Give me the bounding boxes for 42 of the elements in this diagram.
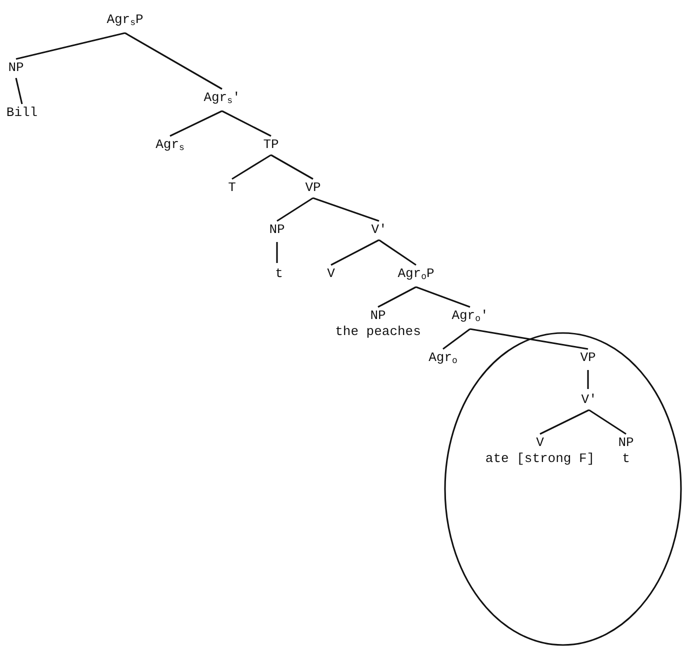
tree-node-label: Agr$_{o}$ [428,350,458,369]
tree-node-label: T [228,180,236,196]
word-label: the peaches [335,324,421,340]
branch-line [276,197,314,222]
tree-node-label: Agr$_{o}$P [398,266,434,285]
tree-node-label: V' [581,392,597,408]
tree-node-label: Agr$_{s}$ [156,137,184,156]
branch-line [276,242,278,263]
branch-line [588,409,626,435]
tree-node-label: V' [371,222,387,238]
branch-line [270,154,314,180]
branch-line [378,239,416,266]
tree-node-label: V [327,266,335,282]
tree-node-label: NP [8,60,24,76]
tree-node-label: NP [618,435,634,451]
branch-line [416,286,470,308]
branch-line [124,32,222,90]
branch-line [470,328,588,350]
tree-node-label: Bill [6,105,38,121]
branch-line [378,286,416,308]
tree-node-label: Agr$_{o}$' [452,308,488,327]
branch-line [442,328,470,350]
tree-node-label: NP [269,222,285,238]
branch-line [540,409,590,435]
branch-line [330,239,380,266]
branch-line [232,154,272,180]
branch-line [16,32,126,60]
branch-line [15,78,23,104]
tree-node-label: VP [580,350,596,366]
tree-node-label: Agr$_{s}$' [204,90,240,109]
tree-node-label: V [535,435,545,451]
tree-node-label: VP [305,180,321,196]
tree-node-label: TP [263,137,279,153]
branch-line [170,110,222,137]
tree-node-label: Agr$_{s}$P [106,12,144,31]
branch-line [222,110,272,137]
tree-node-label: t [275,266,283,282]
branch-line [312,197,380,222]
branch-line [587,370,589,389]
word-label: ate [strong F] [485,451,595,467]
tree-node-label: NP [369,308,387,324]
word-label: t [621,451,631,467]
